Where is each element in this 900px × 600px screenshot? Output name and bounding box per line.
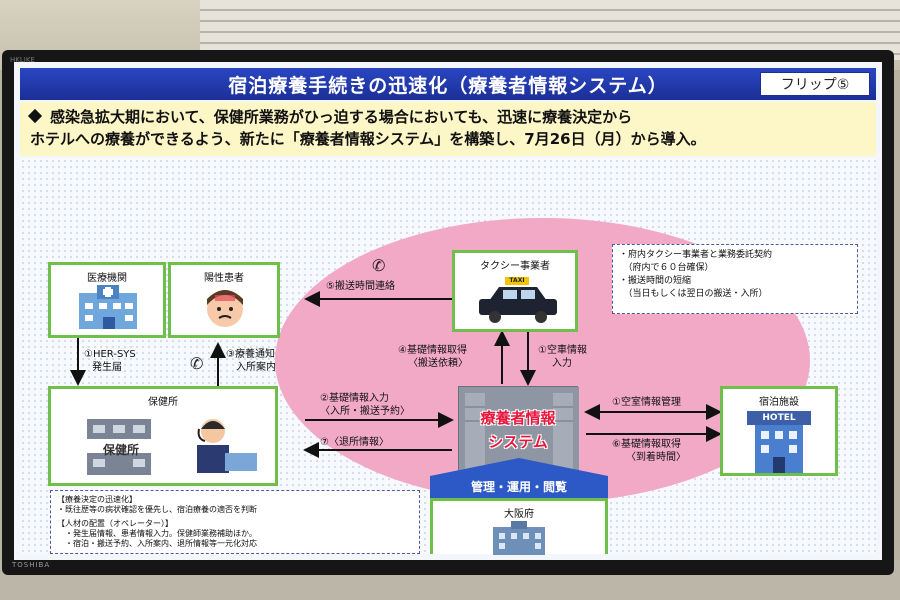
- monitor-brand-bottom: TOSHIBA: [12, 561, 51, 569]
- edge-3-line1: ③療養通知: [226, 349, 275, 360]
- edge-6-line2: 〈到着時間〉: [626, 452, 686, 463]
- operator-note-line: 【療養決定の迅速化】: [57, 495, 137, 504]
- operator-note-line: 【人材の配置（オペレーター）】: [57, 519, 173, 528]
- node-patient: 陽性患者: [168, 262, 280, 338]
- node-hospital-label: 医療機関: [87, 273, 127, 284]
- node-taxi: タクシー事業者 TAXI: [452, 250, 578, 332]
- phone-icon-2: ✆: [190, 354, 204, 373]
- node-taxi-label: タクシー事業者: [480, 261, 550, 272]
- taxi-note-line: ・府内タクシー事業者と業務委託契約: [619, 250, 773, 260]
- node-hotel-label: 宿泊施設: [759, 397, 799, 408]
- sick-patient-icon: [207, 290, 243, 327]
- edge-label-6: ⑥基礎情報取得〈到着時間〉: [612, 438, 686, 464]
- hotel-building-icon: [747, 411, 811, 473]
- hotel-sign: HOTEL: [762, 413, 796, 423]
- edge-label-1: ①HER-SYS 発生届: [84, 348, 136, 374]
- edge-1b-line1: ①空車情報: [538, 345, 587, 356]
- monitor-screen: 宿泊療養手続きの迅速化（療養者情報システム） フリップ⑤ 感染急拡大期において、…: [14, 62, 882, 560]
- edge-label-2: ②基礎情報入力〈入所・搬送予約〉: [320, 392, 410, 418]
- edge-3-line2: 入所案内: [236, 362, 276, 373]
- edge-6-line1: ⑥基礎情報取得: [612, 439, 681, 450]
- edge-1-line2: 発生届: [92, 362, 122, 373]
- edge-2-line1: ②基礎情報入力: [320, 393, 389, 404]
- taxi-note-line: （府内で６０台確保）: [619, 263, 714, 273]
- health-center-sign: 保健所: [102, 443, 139, 457]
- health-center-building-icon: [87, 419, 151, 475]
- edge-1b-line2: 入力: [552, 358, 572, 369]
- summary-text-1: 感染急拡大期において、保健所業務がひっ迫する場合においても、迅速に療養決定から: [50, 108, 633, 126]
- summary-line-1: 感染急拡大期において、保健所業務がひっ迫する場合においても、迅速に療養決定から: [27, 106, 866, 128]
- edge-4-line1: ④基礎情報取得: [398, 345, 467, 356]
- flow-arrows: [70, 291, 722, 458]
- node-hotel: 宿泊施設 HOTEL: [720, 386, 838, 476]
- taxi-note-line: （当日もしくは翌日の搬送・入所）: [619, 289, 768, 299]
- admin-label: 管理・運用・閲覧: [430, 476, 608, 498]
- node-patient-label: 陽性患者: [204, 273, 244, 284]
- edge-label-4: ④基礎情報取得〈搬送依頼〉: [398, 344, 468, 370]
- edge-label-5: ⑤搬送時間連絡: [326, 281, 395, 292]
- taxi-sign: TAXI: [509, 277, 525, 284]
- monitor-brand-top: HKLIKE: [10, 56, 35, 64]
- node-hospital: 医療機関: [48, 262, 166, 338]
- diamond-bullet-icon: [27, 108, 43, 124]
- operator-note-line: ・宿泊・搬送予約、入所案内、退所情報等一元化対応: [57, 539, 257, 548]
- operator-note-box: 【療養決定の迅速化】 ・既往歴等の病状確認を優先し、宿泊療養の適否を判断 【人材…: [50, 490, 420, 554]
- node-osaka: 大阪府: [430, 498, 608, 555]
- phone-icon: ✆: [372, 256, 386, 275]
- admin-triangle: [430, 458, 608, 476]
- flow-diagram: 医療機関 陽性患者: [20, 158, 876, 555]
- taxi-note-box: ・府内タクシー事業者と業務委託契約 （府内で６０台確保） ・搬送時間の短縮 （当…: [612, 244, 858, 314]
- edge-label-1b: ①空車情報入力: [538, 344, 587, 370]
- osaka-government-building-icon: [493, 521, 545, 555]
- system-name-line1: 療養者情報: [480, 409, 556, 427]
- system-name-line2: システム: [488, 433, 548, 451]
- operator-note-line: ・既往歴等の病状確認を優先し、宿泊療養の適否を判断: [57, 505, 257, 514]
- slide-title: 宿泊療養手続きの迅速化（療養者情報システム）: [228, 74, 668, 97]
- edge-1-line1: ①HER-SYS: [84, 349, 136, 360]
- summary-box: 感染急拡大期において、保健所業務がひっ迫する場合においても、迅速に療養決定から …: [20, 102, 876, 156]
- summary-line-2: ホテルへの療養ができるよう、新たに「療養者情報システム」を構築し、7月26日（月…: [30, 130, 706, 148]
- edge-label-7: ⑦〈退所情報〉: [320, 437, 389, 448]
- taxi-note-line: ・搬送時間の短縮: [619, 276, 692, 286]
- node-osaka-label: 大阪府: [504, 509, 534, 520]
- edge-label-1c: ①空室情報管理: [612, 397, 681, 408]
- edge-label-3: ③療養通知入所案内: [226, 348, 276, 374]
- node-health-center-label: 保健所: [148, 397, 178, 408]
- operator-icon: [197, 419, 257, 473]
- taxi-icon: [479, 277, 557, 323]
- hospital-icon: [79, 285, 137, 329]
- flip-label: フリップ⑤: [760, 72, 870, 96]
- edge-4-line2: 〈搬送依頼〉: [408, 358, 468, 369]
- edge-2-line2: 〈入所・搬送予約〉: [320, 406, 410, 417]
- node-health-center: 保健所 保健所: [48, 386, 278, 486]
- operator-note-line: ・発生届情報、患者情報入力。保健師業務補助ほか。: [57, 529, 257, 538]
- slide-title-bar: 宿泊療養手続きの迅速化（療養者情報システム） フリップ⑤: [20, 68, 876, 100]
